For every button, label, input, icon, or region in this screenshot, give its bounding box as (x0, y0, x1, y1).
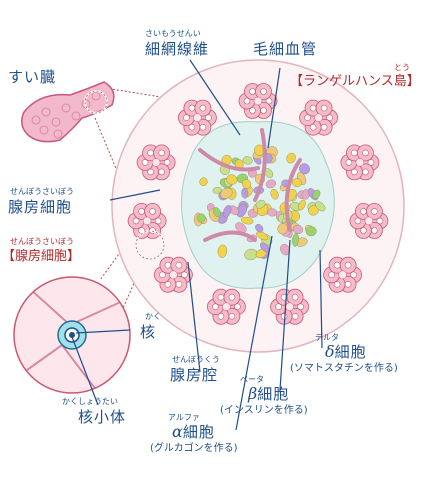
acinar-cluster (340, 144, 380, 181)
pancreas-label: すい臓 (8, 68, 57, 86)
alpha-function: (グルカゴンを作る) (150, 443, 238, 454)
islet-cell (298, 199, 306, 211)
lumen-ruby: せんぼうくう (172, 355, 220, 364)
islet-cell (212, 186, 222, 194)
islet-cell (242, 156, 253, 165)
islet-cell (312, 189, 321, 199)
delta-cell-label: δ細胞 (325, 344, 367, 360)
islet-cell (292, 224, 304, 235)
acinar-cluster (299, 99, 339, 136)
delta-symbol: δ (325, 342, 335, 361)
beta-symbol: β (248, 384, 258, 403)
acinar-lumen-label: 腺房腔 (170, 366, 219, 384)
islet-cell (315, 201, 326, 212)
capillaries (198, 128, 302, 242)
islet-cell (270, 188, 279, 200)
pancreas-shape (21, 81, 115, 143)
nucleus-ruby: かく (145, 312, 161, 321)
acinar-cluster (270, 288, 310, 325)
beta-ruby: ベータ (240, 375, 264, 384)
islet-cell (305, 226, 317, 237)
alpha-cell-text: 細胞 (182, 423, 215, 441)
islet-cell (286, 152, 296, 164)
acinar-cluster (238, 83, 278, 119)
islet-cell (196, 213, 206, 223)
delta-ruby: デルタ (315, 333, 339, 342)
islet-cell (199, 177, 208, 187)
acinus-ruby: せんぼうさいぼう (10, 237, 74, 246)
islet-cell (236, 204, 248, 218)
pointer-lines (71, 59, 323, 431)
magnified-acinus (14, 277, 130, 393)
acinar-cell-ruby: せんぼうさいぼう (10, 187, 74, 196)
islet-cell (255, 199, 266, 209)
islet-cell (226, 174, 238, 185)
islet-cell (241, 179, 252, 189)
beta-cell-text: 細胞 (257, 385, 290, 403)
islet-cell (299, 163, 310, 175)
alpha-ruby: アルファ (168, 413, 200, 422)
islet-cell (265, 179, 276, 189)
acinar-cluster (177, 99, 217, 136)
capillary-label: 毛細血管 (253, 40, 318, 58)
delta-cell-text: 細胞 (334, 343, 367, 361)
islet-cell (291, 178, 302, 188)
reticular-fiber-label: 細網線維 (145, 40, 210, 58)
beta-cell-label: β細胞 (248, 386, 289, 402)
acinar-cluster (349, 202, 389, 239)
nucleolus-ruby: かくしょうたい (62, 397, 118, 406)
alpha-symbol: α (172, 422, 183, 441)
acinar-cluster (323, 256, 363, 293)
islet-cell (255, 223, 264, 233)
acinar-cluster (153, 256, 193, 293)
acinar-cell-label: 腺房細胞 (8, 198, 73, 216)
island-ruby: とう (394, 63, 410, 72)
beta-function: (インスリンを作る) (220, 405, 308, 416)
alpha-cell-label: α細胞 (172, 424, 215, 440)
acinar-cluster (127, 202, 167, 239)
islet-cell (220, 187, 233, 199)
nucleolus-label: 核小体 (78, 408, 127, 426)
acinus-label: 【腺房細胞】 (2, 249, 81, 264)
nucleus-label: 核 (140, 323, 157, 341)
reticular-fiber-ruby: さいもうせんい (145, 29, 201, 38)
acinar-cluster (206, 288, 246, 325)
islet-cell (256, 231, 269, 241)
islet-cell (277, 223, 288, 235)
islet-cell (222, 205, 232, 218)
delta-function: (ソマトスタチンを作る) (290, 363, 398, 374)
acinar-cluster (136, 144, 176, 181)
islet-cell (217, 244, 228, 258)
islet-cell (240, 216, 254, 225)
islet-cell (213, 207, 221, 218)
langerhans-island-label: 【ランゲルハンス島】 (290, 74, 420, 89)
